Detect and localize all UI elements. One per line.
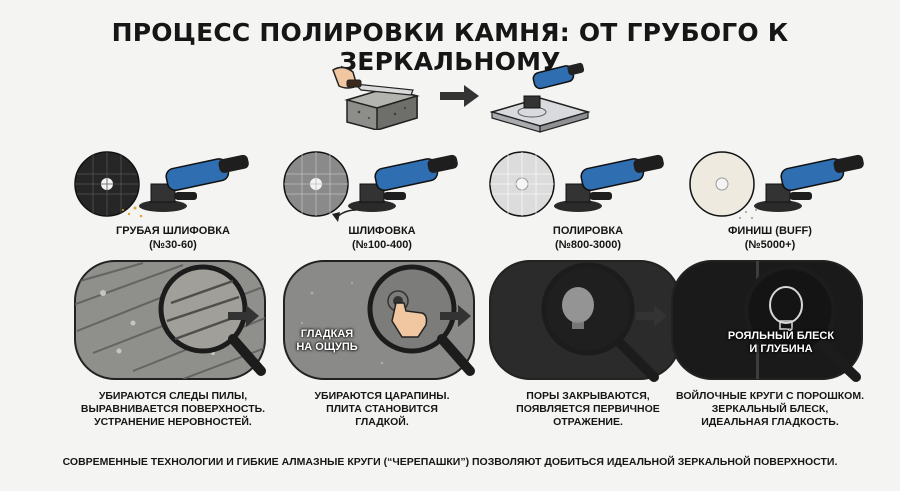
stage-label: ПОЛИРОВКА (№800-3000): [478, 224, 698, 252]
surface-closeup: [283, 260, 475, 380]
arrow-icon: [440, 85, 479, 107]
stage-rough-grinding: ГРУБАЯ ШЛИФОВКА (№30-60) УБИРАЮТСЯ СЛЕДЫ…: [63, 148, 283, 443]
magnifier-lens: [743, 264, 837, 358]
lightbulb-reflection-icon: [562, 287, 594, 323]
stage-name: ФИНИШ (BUFF): [728, 225, 812, 237]
magnifier-handle: [437, 334, 475, 376]
magnifier-handle: [228, 334, 266, 376]
stage-name: ПОЛИРОВКА: [552, 225, 624, 237]
stage-grit: (№800-3000): [554, 239, 622, 251]
surface-closeup: [74, 260, 266, 380]
stage-grit: (№5000+): [744, 239, 796, 251]
arrow-icon: [636, 305, 667, 327]
magnifier-handle: [817, 340, 861, 382]
stage-name: ШЛИФОВКА: [348, 225, 416, 237]
slab-grinding-illustration: [490, 62, 590, 133]
tools-illustration: [689, 151, 864, 219]
stage-label: ФИНИШ (BUFF) (№5000+): [660, 224, 880, 252]
angle-grinder-icon: [139, 154, 249, 212]
stage-description: ВОЙЛОЧНЫЕ КРУГИ С ПОРОШКОМ. ЗЕРКАЛЬНЫЙ Б…: [676, 390, 864, 428]
hand-pointer-icon: [391, 302, 428, 338]
stage-label: ГРУБАЯ ШЛИФОВКА (№30-60): [63, 224, 283, 252]
arrow-icon: [228, 305, 259, 327]
stage-finish-buff: ФИНИШ (BUFF) (№5000+) РОЯЛЬНЫЙ БЛЕСК И Г…: [660, 148, 880, 443]
stage-callout: ГЛАДКАЯ НА ОЩУПЬ: [296, 328, 358, 353]
overview-row: [0, 60, 900, 140]
magnifier-lens: [367, 264, 457, 354]
tools-illustration: [283, 151, 458, 222]
angle-grinder-icon: [348, 154, 458, 212]
page-title: ПРОЦЕСС ПОЛИРОВКИ КАМНЯ: ОТ ГРУБОГО К ЗЕ…: [111, 18, 789, 76]
stage-description: УБИРАЮТСЯ СЛЕДЫ ПИЛЫ, ВЫРАВНИВАЕТСЯ ПОВЕ…: [80, 390, 266, 428]
stage-name: ГРУБАЯ ШЛИФОВКА: [116, 225, 230, 237]
tools-illustration: [489, 151, 664, 217]
stage-description: ПОРЫ ЗАКРЫВАЮТСЯ, ПОЯВЛЯЕТСЯ ПЕРВИЧНОЕ О…: [516, 390, 660, 428]
stone-cutting-illustration: [332, 66, 420, 130]
stage-polishing: ПОЛИРОВКА (№800-3000) ПОРЫ ЗАКРЫВАЮТСЯ, …: [478, 148, 698, 443]
footer-note: СОВРЕМЕННЫЕ ТЕХНОЛОГИИ И ГИБКИЕ АЛМАЗНЫЕ…: [62, 456, 838, 468]
stage-description: УБИРАЮТСЯ ЦАРАПИНЫ. ПЛИТА СТАНОВИТСЯ ГЛА…: [314, 390, 450, 428]
lightbulb-reflection-icon: [769, 286, 803, 324]
stage-label: ШЛИФОВКА (№100-400): [272, 224, 492, 252]
stage-grit: (№100-400): [352, 239, 412, 251]
stage-callout: РОЯЛЬНЫЙ БЛЕСК И ГЛУБИНА: [727, 330, 835, 355]
surface-closeup: [671, 260, 863, 382]
arrow-icon: [440, 305, 471, 327]
angle-grinder-icon: [754, 154, 864, 212]
magnifier-handle: [615, 338, 659, 382]
angle-grinder-icon: [554, 154, 664, 212]
surface-closeup: [489, 260, 681, 382]
stage-grinding: ШЛИФОВКА (№100-400) ГЛАДКАЯ НА ОЩУПЬ УБИ…: [272, 148, 492, 443]
stage-grit: (№30-60): [149, 239, 197, 251]
tools-illustration: [74, 151, 249, 218]
